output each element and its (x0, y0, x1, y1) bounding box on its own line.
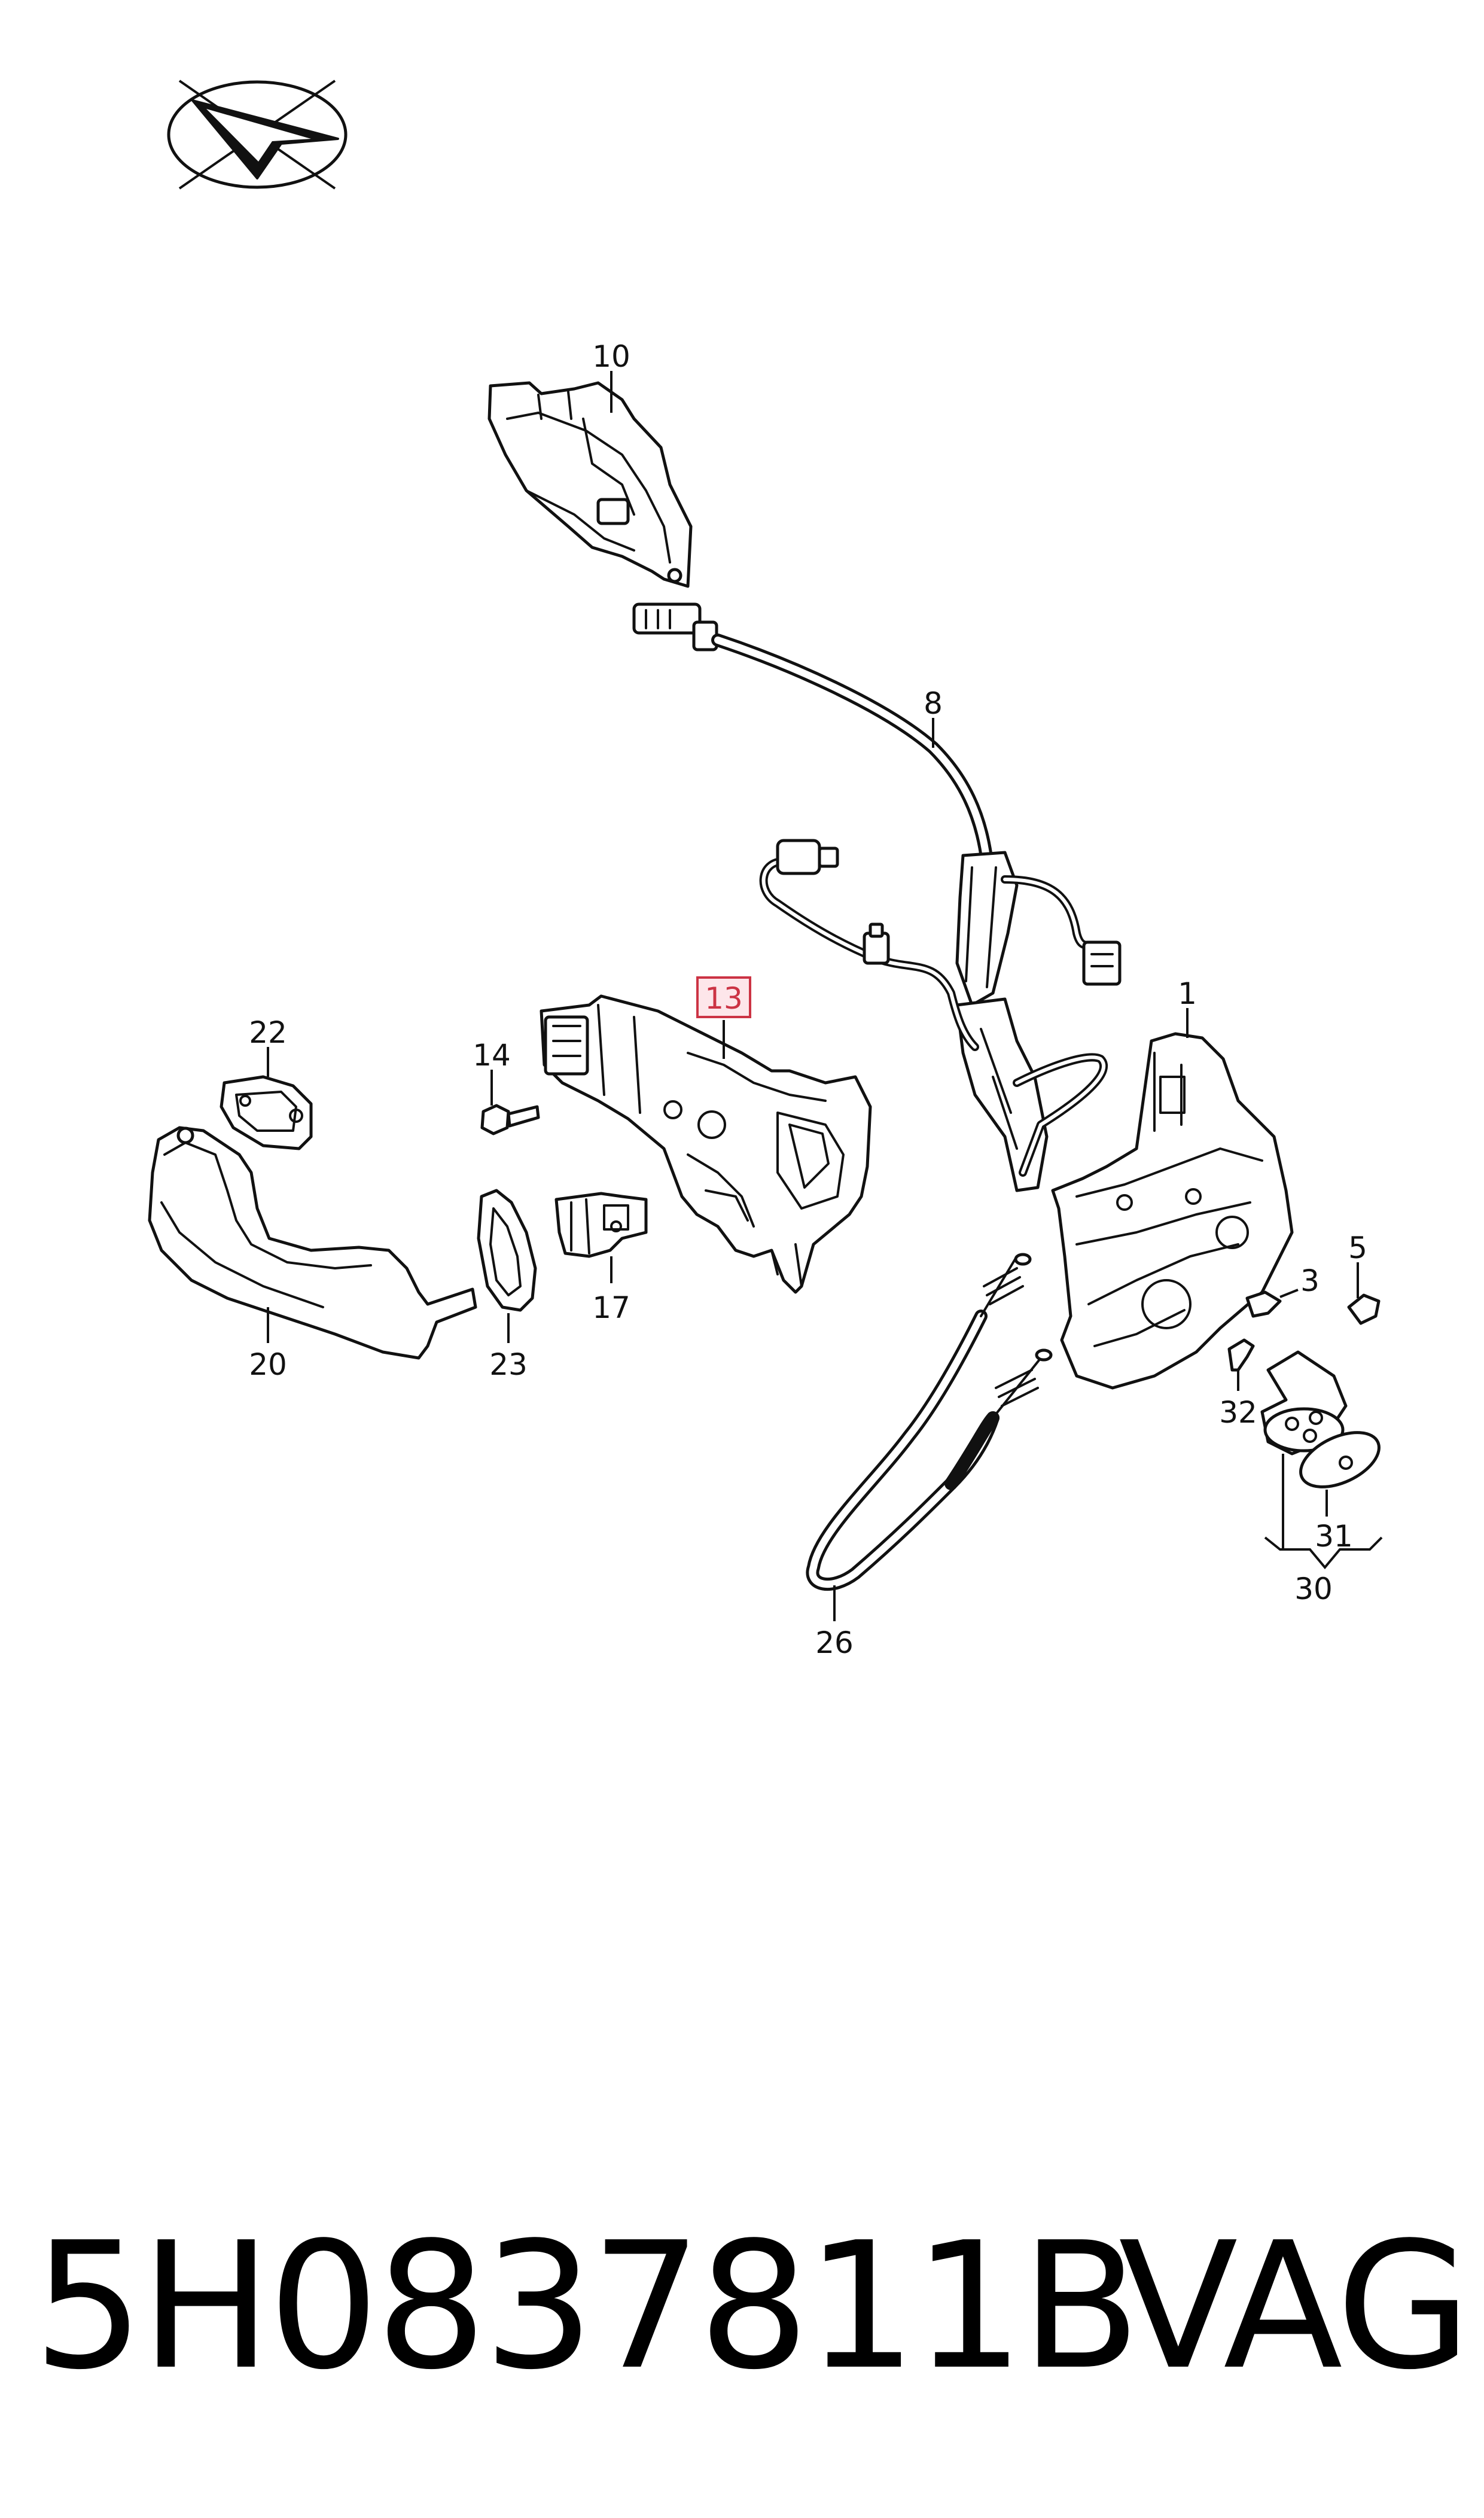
callout-1: 1 (1178, 976, 1197, 1011)
part-32-screw (1227, 1338, 1255, 1372)
callout-10: 10 (592, 339, 630, 374)
callout-23: 23 (489, 1347, 528, 1382)
part-8-cable (632, 602, 1122, 1192)
part-20-exterior-handle (148, 1126, 477, 1360)
part-14-screw (480, 1104, 540, 1135)
callouts: 10 8 1 13 14 22 5 3 17 20 23 32 31 30 26 (249, 339, 1367, 1660)
part-22-handle-cap (220, 1075, 313, 1150)
part-5-cap (1347, 1293, 1381, 1325)
part-13-handle-carrier (540, 994, 872, 1294)
callout-30: 30 (1294, 1572, 1333, 1606)
callout-8: 8 (924, 686, 943, 721)
callout-14: 14 (473, 1038, 511, 1073)
callout-31: 31 (1315, 1519, 1353, 1554)
callout-13-highlight (696, 976, 751, 1018)
brand-label: VAG (1119, 2205, 1471, 2408)
part-26-bowden-cable (806, 1253, 1053, 1591)
part-23-gasket (477, 1189, 537, 1312)
callout-32: 32 (1219, 1395, 1257, 1430)
part-17-lock-cylinder (554, 1192, 648, 1258)
part-1-door-lock (1051, 1032, 1294, 1390)
part-3-screw (1245, 1289, 1299, 1318)
part-30-cover (1260, 1350, 1348, 1456)
direction-arrow-icon (167, 80, 348, 190)
callout-5: 5 (1348, 1231, 1367, 1265)
callout-17: 17 (592, 1290, 630, 1325)
part-31-seal (1299, 1431, 1381, 1488)
callout-3: 3 (1300, 1263, 1320, 1298)
part-10-bracket (487, 381, 693, 588)
callout-13: 13 (705, 981, 743, 1016)
callout-26: 26 (815, 1625, 854, 1660)
callout-20: 20 (249, 1347, 287, 1382)
leader-lines (267, 371, 1383, 1621)
part-number: 5H0837811B (33, 2205, 1141, 2408)
callout-22: 22 (249, 1015, 287, 1050)
